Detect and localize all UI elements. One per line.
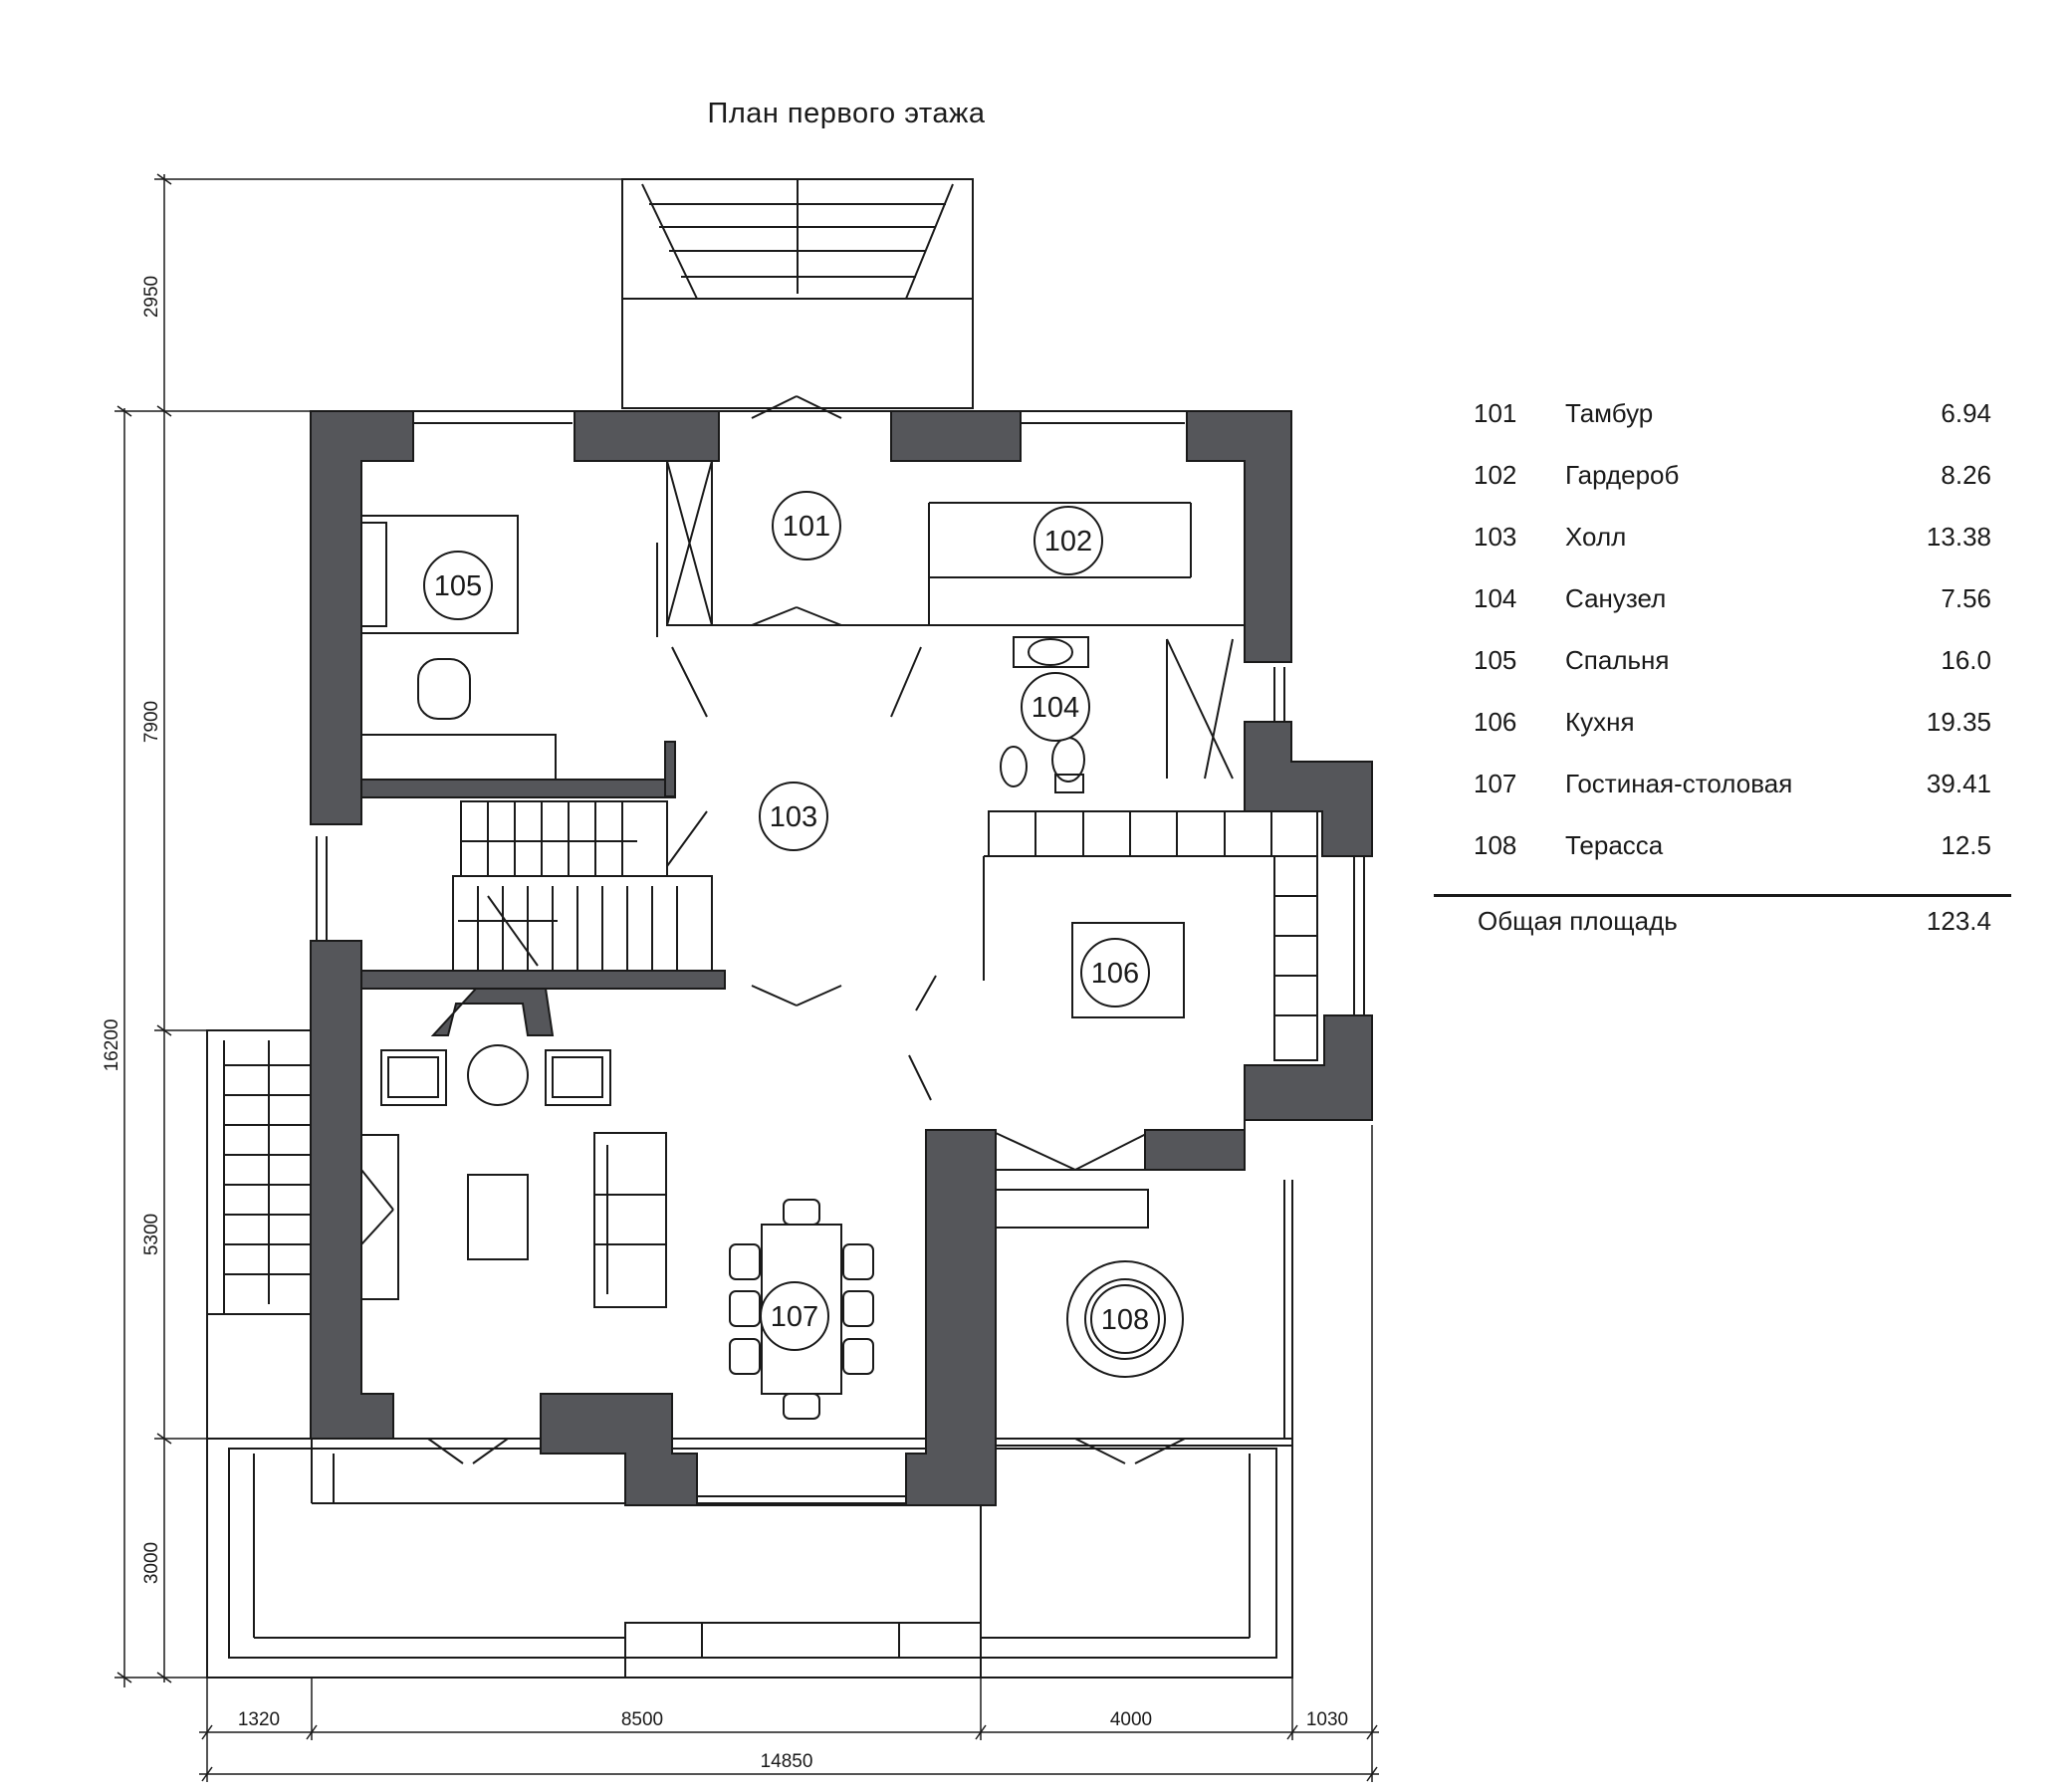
dim-bottom-seg4: 1030 [1306,1709,1348,1730]
front-platform [206,1438,1293,1679]
coffee-table-round [467,1044,529,1106]
total-area: 123.4 [1926,906,1991,936]
room-row: 107 Гостиная-столовая 39.41 [1434,769,2011,830]
room-row: 108 Терасса 12.5 [1434,830,2011,892]
dim-bottom-seg1: 1320 [238,1709,280,1730]
room-102-marker [1034,506,1103,575]
room-row: 101 Тамбур 6.94 [1434,398,2011,460]
room-103-label: 103 [770,801,817,833]
room-108-marker [1090,1284,1160,1354]
sink [1028,638,1073,666]
dim-left-upper: 7900 [141,701,162,743]
room-107-marker [760,1281,829,1351]
armchair-right [545,1049,611,1106]
room-name: Спальня [1565,645,1670,675]
room-104-label: 104 [1032,692,1079,724]
room-107-label: 107 [771,1301,818,1333]
room-101-marker [772,491,841,560]
dim-left-middle: 5300 [141,1214,162,1255]
room-area: 39.41 [1926,769,1991,798]
dim-left-top-porch: 2950 [141,276,162,318]
terrace-table [1084,1278,1166,1360]
coffee-table [467,1174,529,1260]
plan-title: План первого этажа [707,98,986,129]
room-102-label: 102 [1044,526,1092,558]
room-row: 104 Санузел 7.56 [1434,583,2011,645]
room-name: Гостиная-столовая [1565,769,1793,798]
total-label: Общая площадь [1478,906,1678,936]
room-101-label: 101 [783,511,830,543]
front-steps [701,1622,900,1659]
room-106-label: 106 [1091,958,1139,990]
room-area: 16.0 [1941,645,1991,675]
room-105-label: 105 [434,570,482,602]
room-schedule: 101 Тамбур 6.94 102 Гардероб 8.26 103 Хо… [1434,398,2011,936]
room-name: Санузел [1565,583,1667,613]
room-105-marker [423,551,493,620]
walls [310,410,1373,1506]
room-area: 12.5 [1941,830,1991,860]
room-103-marker [759,782,828,851]
room-row: 103 Холл 13.38 [1434,522,2011,583]
room-name: Гардероб [1565,460,1680,490]
dimension-lines [115,173,1379,1782]
kitchen-counter-top [988,810,1318,857]
room-number: 103 [1474,522,1517,552]
chair [417,658,471,720]
sink-counter [1013,636,1089,668]
stair-upper-flight [460,800,668,877]
room-number: 102 [1474,460,1517,490]
room-area: 8.26 [1941,460,1991,490]
armchair-left [380,1049,447,1106]
room-name: Тамбур [1565,398,1654,428]
total-row: Общая площадь 123.4 [1434,906,2011,946]
dim-bottom-overall: 14850 [761,1751,813,1772]
stair-lower-flight [452,875,713,972]
room-number: 104 [1474,583,1517,613]
sofa [593,1132,667,1308]
room-area: 19.35 [1926,707,1991,737]
room-row: 106 Кухня 19.35 [1434,707,2011,769]
room-area: 13.38 [1926,522,1991,552]
room-row: 105 Спальня 16.0 [1434,645,2011,707]
room-number: 108 [1474,830,1517,860]
dim-left-overall: 16200 [102,1019,122,1072]
terrace-bench [995,1189,1149,1229]
room-name: Терасса [1565,830,1664,860]
room-number: 107 [1474,769,1517,798]
room-number: 106 [1474,707,1517,737]
room-104-marker [1021,672,1090,742]
room-106-marker [1080,938,1150,1008]
dim-bottom-seg2: 8500 [621,1709,663,1730]
room-area: 6.94 [1941,398,1991,428]
desk [360,734,557,781]
kitchen-counter-side [1273,855,1318,1061]
dim-bottom-seg3: 4000 [1110,1709,1152,1730]
side-stairs [206,1029,313,1315]
dim-left-bottom: 3000 [141,1542,162,1584]
bidet [1000,746,1028,787]
room-row: 102 Гардероб 8.26 [1434,460,2011,522]
room-number: 101 [1474,398,1517,428]
tv-unit [360,1134,399,1300]
schedule-divider [1434,894,2011,897]
kitchen-island [1071,922,1185,1018]
room-name: Кухня [1565,707,1635,737]
room-area: 7.56 [1941,583,1991,613]
room-number: 105 [1474,645,1517,675]
room-name: Холл [1565,522,1627,552]
room-108-label: 108 [1101,1304,1149,1336]
